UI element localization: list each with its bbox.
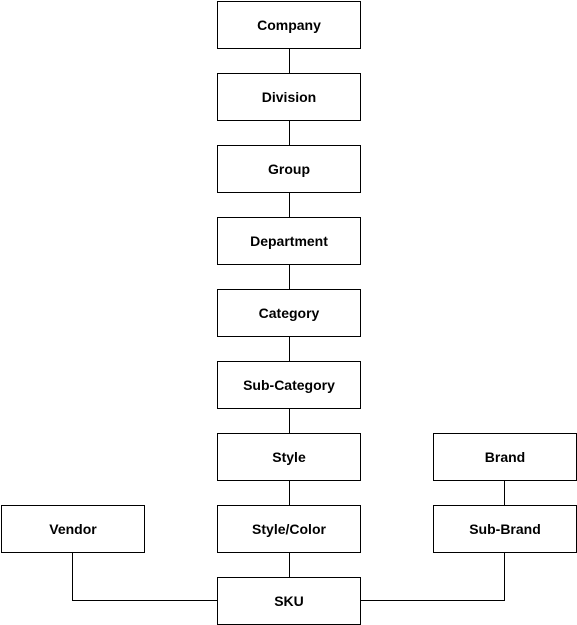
edge-subbrand-sku xyxy=(361,553,505,601)
node-category: Category xyxy=(217,289,361,337)
node-sub-brand: Sub-Brand xyxy=(433,505,577,553)
node-sub-category: Sub-Category xyxy=(217,361,361,409)
node-style: Style xyxy=(217,433,361,481)
node-company: Company xyxy=(217,1,361,49)
node-division: Division xyxy=(217,73,361,121)
node-brand: Brand xyxy=(433,433,577,481)
node-style-color: Style/Color xyxy=(217,505,361,553)
node-group: Group xyxy=(217,145,361,193)
node-vendor: Vendor xyxy=(1,505,145,553)
node-sku: SKU xyxy=(217,577,361,625)
node-department: Department xyxy=(217,217,361,265)
edge-vendor-sku xyxy=(72,553,217,601)
